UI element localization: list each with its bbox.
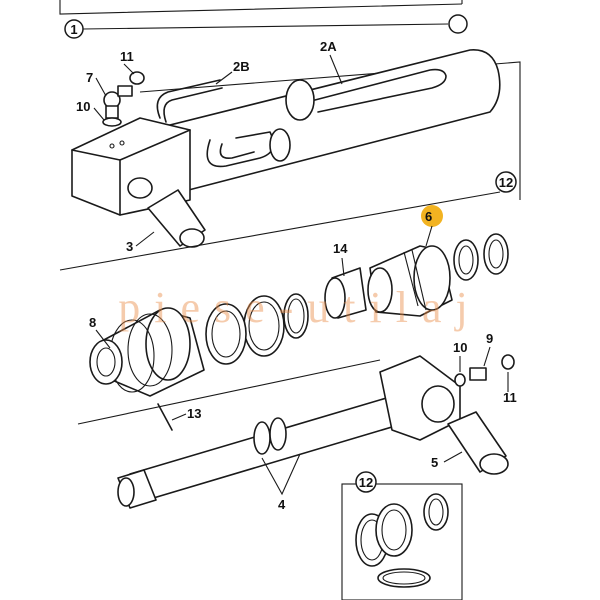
o-ring-2: [243, 295, 285, 357]
grease-nipple-9: [469, 367, 487, 381]
label-part-1: 1: [70, 22, 77, 37]
label-part-11-right: 11: [503, 390, 517, 405]
pivot-pin-3: [127, 177, 206, 248]
label-part-5: 5: [431, 455, 438, 470]
oil-pipe-2b: [156, 79, 221, 119]
seal-kit-panel: 12: [59, 171, 517, 431]
cylinder-barrel: [109, 49, 501, 201]
top-frame: [59, 0, 463, 15]
gland-head-8: [89, 307, 205, 397]
label-part-12-kit: 12: [359, 475, 373, 490]
label-part-3: 3: [126, 239, 133, 254]
seal-washer-10: [102, 117, 122, 127]
label-part-12-main: 12: [499, 175, 513, 190]
label-part-10-top: 10: [76, 99, 90, 114]
label-part-11-top: 11: [120, 49, 134, 64]
plug-11-right: [501, 354, 515, 370]
ring-12b: [483, 233, 509, 275]
label-part-6: 6: [425, 209, 432, 224]
label-part-8: 8: [89, 315, 96, 330]
fitting-7-elbow: [103, 85, 133, 119]
label-part-2b: 2B: [233, 59, 250, 74]
highlight-marker-part-6: [421, 205, 443, 227]
ring-12a: [453, 239, 479, 281]
callout-1: 1: [64, 14, 468, 39]
label-part-7: 7: [86, 70, 93, 85]
plug-11: [129, 71, 145, 85]
barrel-assembly: [71, 49, 521, 248]
pivot-pin-5: [447, 411, 509, 475]
piston-6: [367, 245, 453, 317]
label-part-10-right: 10: [453, 340, 467, 355]
pin-13: [157, 403, 173, 431]
piston-rod-assembly: [77, 354, 515, 509]
label-part-9: 9: [486, 331, 493, 346]
label-part-2a: 2A: [320, 39, 337, 54]
seal-kit-12-inset: 12: [341, 471, 463, 600]
seal-washer-10-right: [454, 373, 466, 387]
guide-ring-14: [324, 267, 367, 319]
label-part-13: 13: [187, 406, 201, 421]
label-part-14: 14: [333, 241, 348, 256]
label-part-4: 4: [278, 497, 286, 512]
